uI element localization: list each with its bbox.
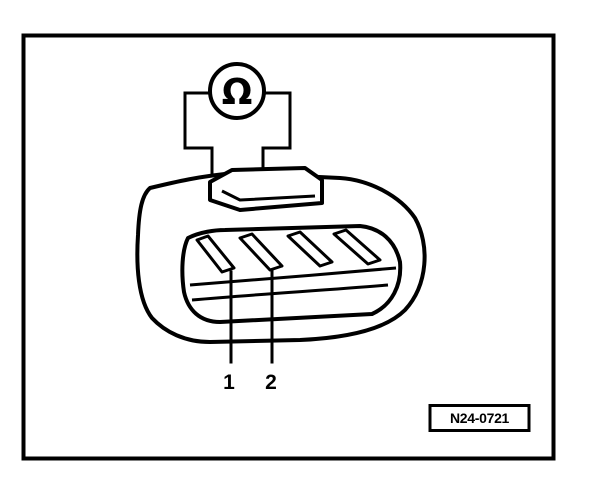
terminal-pins <box>195 228 382 274</box>
ohmmeter-icon: Ω <box>208 62 266 120</box>
terminal-pin <box>238 232 284 272</box>
ohm-symbol: Ω <box>222 72 253 113</box>
figure-code: N24-0721 <box>450 410 510 426</box>
terminal-pin <box>286 230 334 268</box>
connector-housing <box>135 166 427 344</box>
pin-label-2: 2 <box>265 371 277 394</box>
figure-code-box: N24-0721 <box>428 404 531 432</box>
pin-label-1: 1 <box>223 371 235 394</box>
terminal-pin <box>195 234 236 274</box>
terminal-pin <box>332 228 382 266</box>
pin-leaders <box>229 268 274 364</box>
